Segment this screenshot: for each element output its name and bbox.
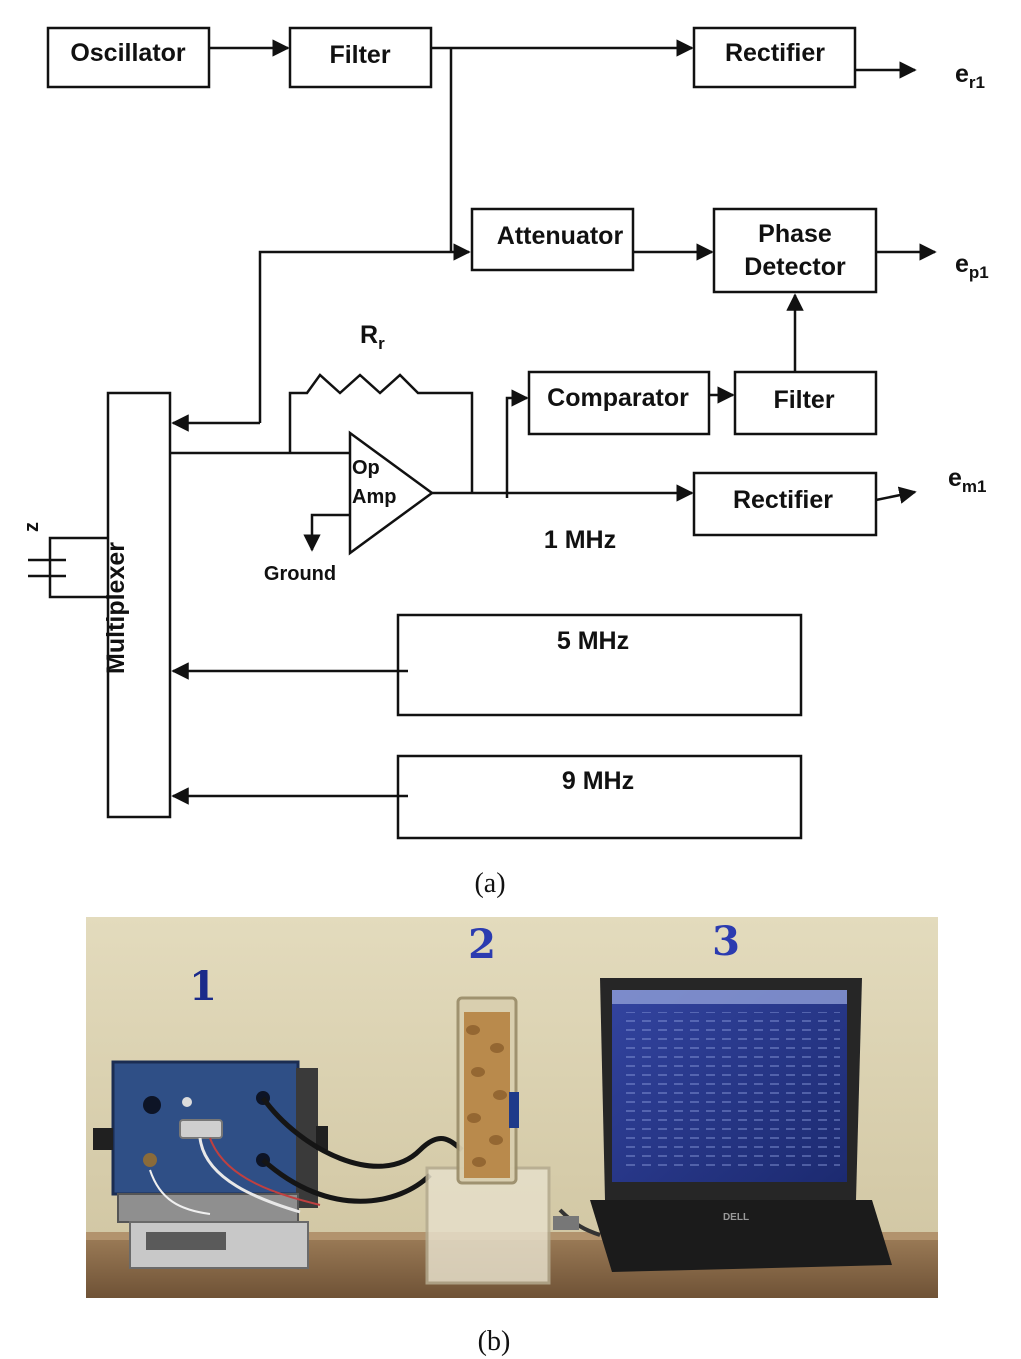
usb-adapter bbox=[553, 1216, 579, 1230]
mhz9-label: 9 MHz bbox=[562, 767, 634, 795]
cable-2 bbox=[261, 1158, 432, 1204]
opamp-triangle bbox=[348, 430, 435, 556]
opamp-label-line2: Amp bbox=[352, 486, 396, 508]
output-em1: em1 bbox=[948, 464, 986, 496]
wire-opamp-comparator bbox=[505, 389, 529, 498]
laptop-base bbox=[590, 1200, 892, 1272]
laptop: DELL bbox=[590, 978, 892, 1272]
rectifier-bottom-block bbox=[692, 471, 878, 537]
filter-mid-label: Filter bbox=[773, 386, 834, 414]
comparator-block bbox=[527, 370, 711, 436]
caption-b: (b) bbox=[478, 1326, 511, 1357]
mhz5-block bbox=[396, 613, 803, 717]
filter-mid-block bbox=[733, 370, 878, 436]
multiplexer-block bbox=[106, 391, 172, 819]
laptop-cable bbox=[558, 1208, 601, 1237]
caption-a: (a) bbox=[474, 868, 505, 899]
ground-label: Ground bbox=[264, 563, 336, 585]
comparator-label: Comparator bbox=[547, 384, 689, 412]
phase-detector-label-line1: Phase bbox=[758, 220, 832, 248]
filter-top-label: Filter bbox=[329, 41, 390, 69]
attenuator-block bbox=[470, 207, 635, 272]
wire-ground bbox=[303, 513, 350, 552]
rectifier-bottom-label: Rectifier bbox=[733, 486, 833, 514]
feedback-resistor bbox=[288, 373, 474, 493]
attenuator-label: Attenuator bbox=[497, 222, 624, 250]
mhz5-label: 5 MHz bbox=[557, 627, 629, 655]
multiplexer-label: Multiplexer bbox=[102, 542, 130, 674]
freq-1mhz-label: 1 MHz bbox=[544, 526, 616, 554]
z-label: z bbox=[21, 522, 43, 532]
filter-top-block bbox=[288, 26, 433, 89]
sample-holder bbox=[425, 996, 551, 1285]
mhz9-block bbox=[396, 754, 803, 840]
setup-photo: DELL 1 2 3 bbox=[86, 917, 938, 1298]
rf-label: Rr bbox=[360, 321, 385, 353]
laptop-brand: DELL bbox=[723, 1212, 749, 1223]
output-ep1: ep1 bbox=[955, 250, 989, 282]
photo-label-2: 2 bbox=[468, 921, 496, 968]
phase-detector-block bbox=[712, 207, 878, 294]
rectifier-top-label: Rectifier bbox=[725, 39, 825, 67]
instrument-unit bbox=[93, 1060, 328, 1269]
phase-detector-label-line2: Detector bbox=[744, 253, 846, 281]
photo-label-3: 3 bbox=[712, 918, 740, 965]
rectifier-top-block bbox=[692, 26, 857, 89]
capacitor-sensor bbox=[28, 536, 108, 599]
block-diagram: Oscillator Filter Rectifier Attenuator P… bbox=[21, 26, 989, 840]
wire-em1 bbox=[875, 486, 917, 504]
opamp-label-line1: Op bbox=[352, 457, 380, 479]
oscillator-label: Oscillator bbox=[70, 39, 186, 67]
wire-mux-to-attenuator bbox=[258, 243, 471, 423]
photo-label-1: 1 bbox=[189, 963, 217, 1010]
output-er1: er1 bbox=[955, 60, 985, 92]
cable-1 bbox=[260, 1096, 464, 1169]
oscillator-block bbox=[46, 26, 211, 89]
